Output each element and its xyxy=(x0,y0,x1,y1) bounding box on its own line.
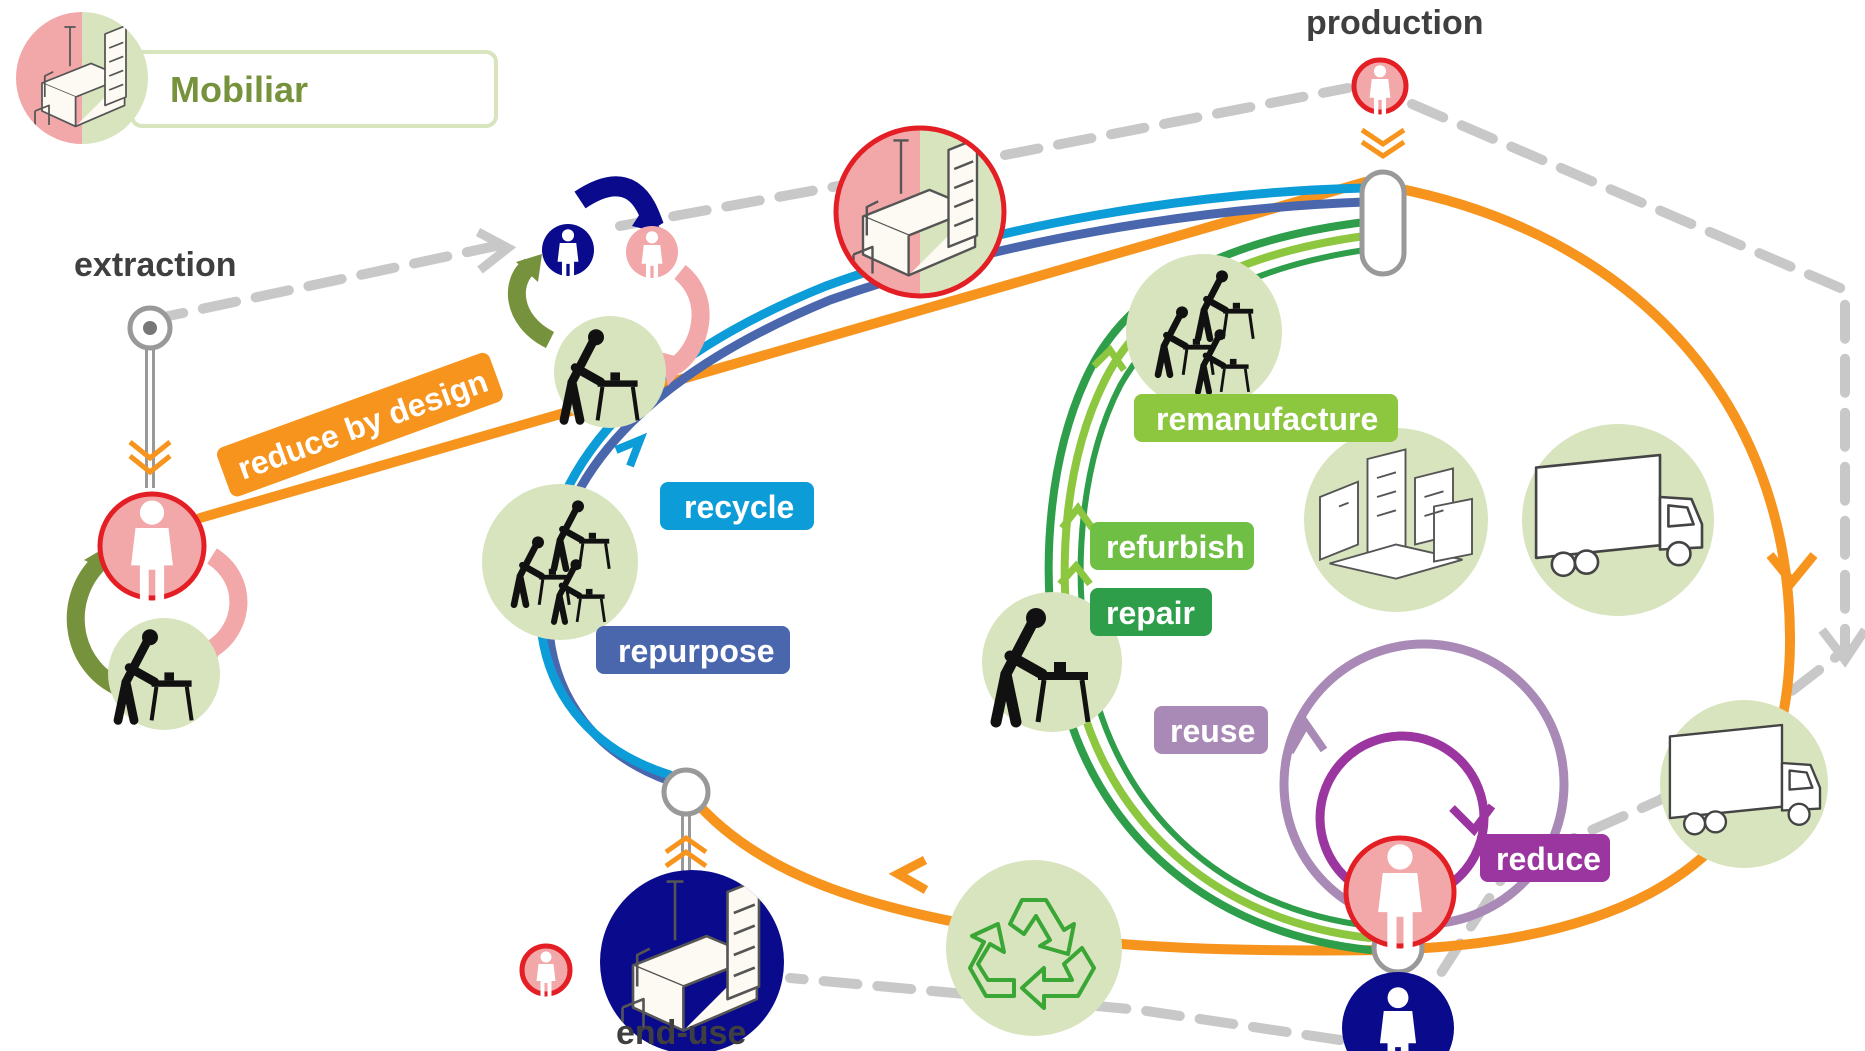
tag-repair: repair xyxy=(1090,588,1212,636)
orange-arrowhead xyxy=(888,856,929,894)
extraction-worker-circle xyxy=(108,618,220,730)
stage-label-extraction: extraction xyxy=(74,246,237,284)
end-use-pin xyxy=(661,767,711,872)
orange-loop xyxy=(195,177,1796,956)
tag-label: repair xyxy=(1106,595,1195,631)
tag-reduce: reduce xyxy=(1480,834,1610,882)
extraction-cycle-arrow xyxy=(204,548,248,658)
extraction-cycle-arrow xyxy=(66,555,130,699)
recycle-icon xyxy=(968,898,1096,1010)
title-card: Mobiliar xyxy=(16,12,498,144)
dashed-arrowhead xyxy=(1818,627,1865,668)
furniture-room-icon xyxy=(833,125,1007,299)
design-worker-circle xyxy=(554,316,666,428)
dashed-arrowhead xyxy=(475,228,517,274)
cyan-arrowhead xyxy=(614,432,648,468)
tag-reuse: reuse xyxy=(1154,706,1268,754)
tag-label: repurpose xyxy=(618,633,774,669)
orange-arrowhead xyxy=(1766,552,1818,590)
extraction-pin xyxy=(127,305,173,488)
tag-label: refurbish xyxy=(1106,529,1245,565)
tag-remanufacture: remanufacture xyxy=(1134,394,1398,442)
furniture-room-icon xyxy=(600,870,784,1051)
production-pin xyxy=(1351,57,1409,277)
tag-label: reuse xyxy=(1170,713,1255,749)
repair-worker-circle xyxy=(982,592,1122,732)
recycle-symbol-circle xyxy=(946,860,1122,1036)
stage-label-end-use: end-use xyxy=(616,1014,746,1051)
tag-recycle: recycle xyxy=(660,482,814,530)
design-cycle-arrow xyxy=(669,264,710,374)
reuse-arrowhead xyxy=(1286,716,1328,754)
green-arrowheads xyxy=(1057,344,1127,587)
design-cycle-arrow xyxy=(508,258,555,349)
tag-refurbish: refurbish xyxy=(1090,522,1254,570)
page-title: Mobiliar xyxy=(170,69,308,110)
reduce-arrowhead xyxy=(1449,803,1496,837)
tag-label: reduce xyxy=(1496,841,1601,877)
recycle-workers-circle xyxy=(482,484,638,640)
remanufacture-workers-circle xyxy=(1126,254,1282,410)
tag-label: recycle xyxy=(684,489,794,525)
tag-repurpose: repurpose xyxy=(596,626,790,674)
tag-label: remanufacture xyxy=(1156,401,1378,437)
stage-label-production: production xyxy=(1306,4,1484,42)
